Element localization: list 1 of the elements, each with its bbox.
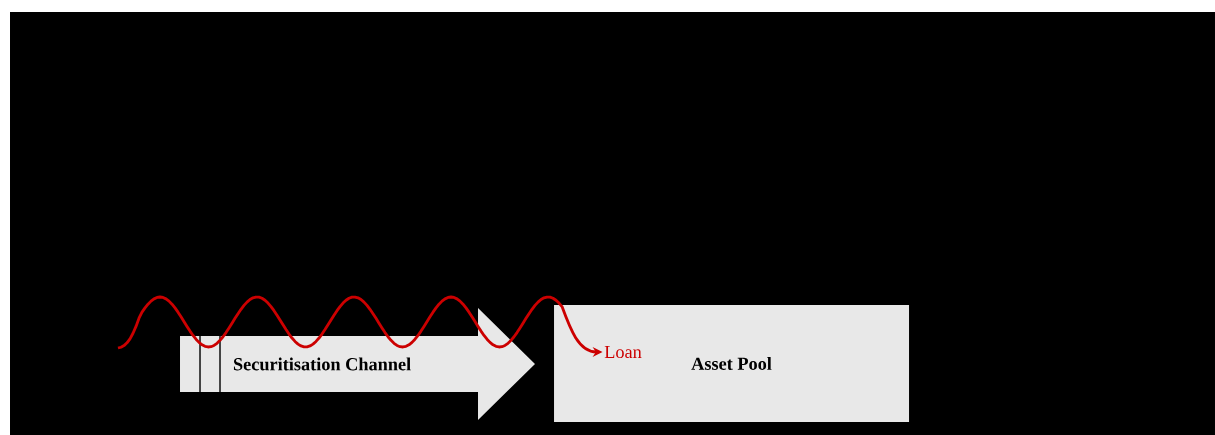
loan-label: Loan [604,345,642,359]
